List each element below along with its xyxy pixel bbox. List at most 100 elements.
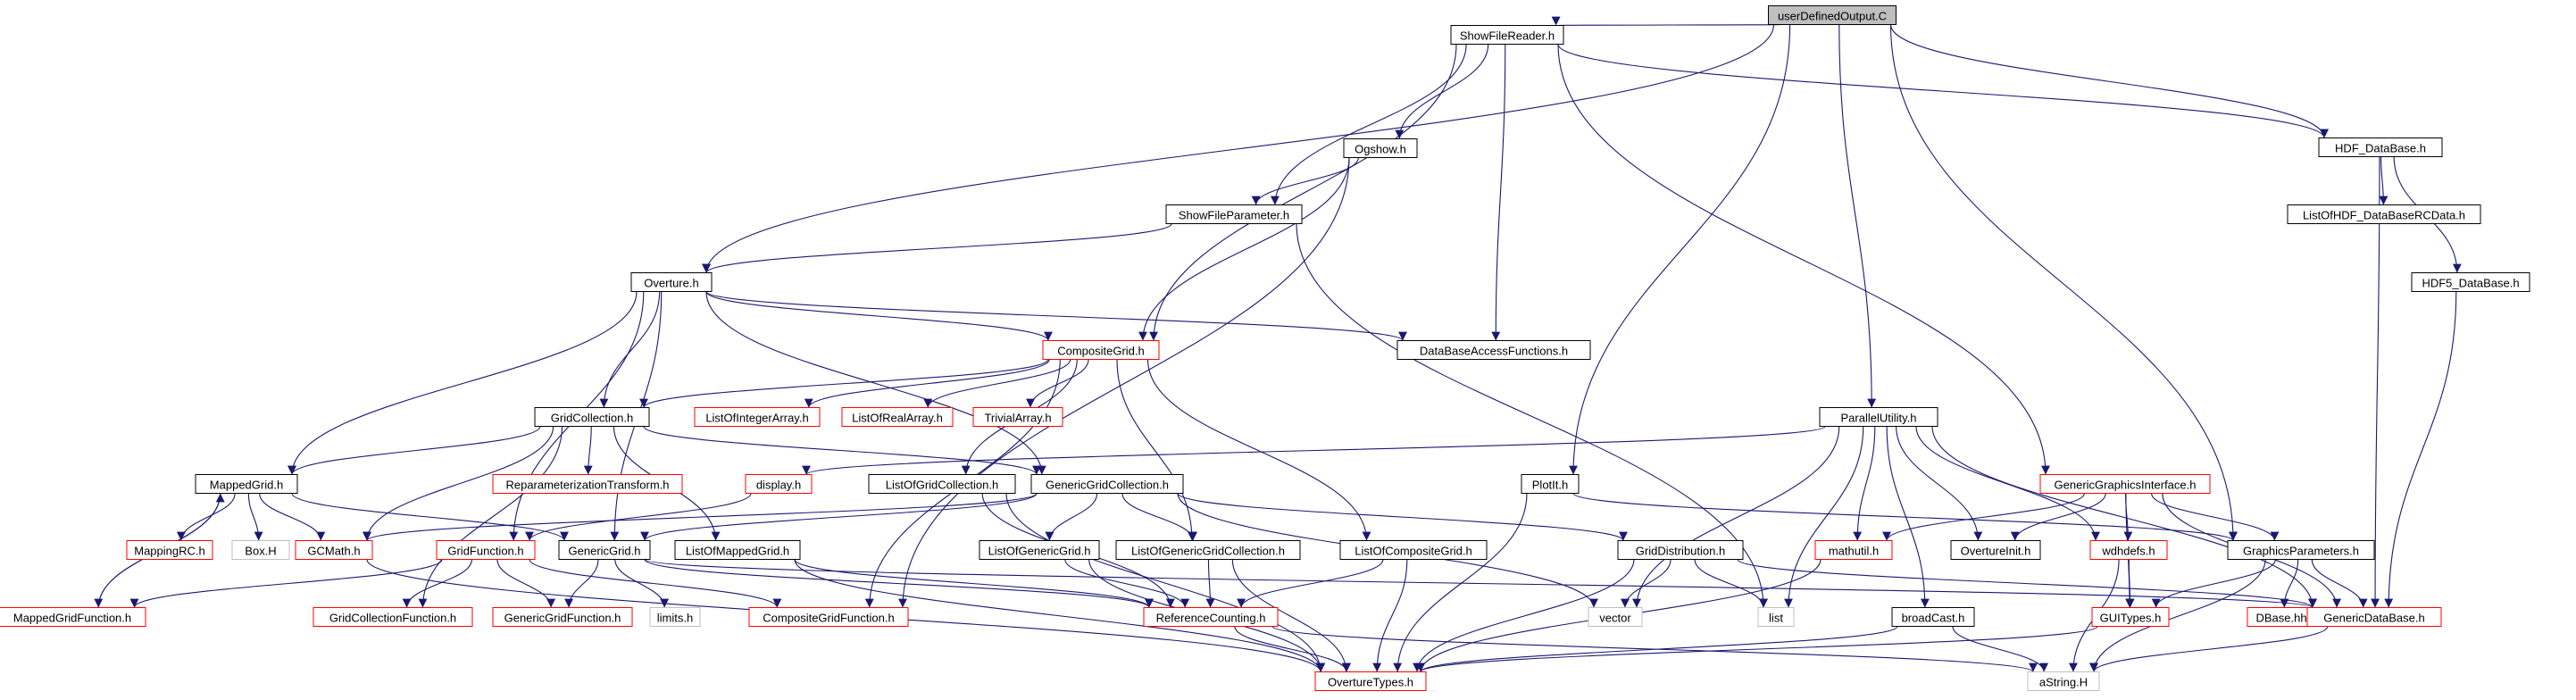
node-HDF5_DataBase[interactable]: HDF5_DataBase.h: [2411, 272, 2530, 292]
node-limits[interactable]: limits.h: [649, 607, 701, 627]
node-ListOfMappedGrid[interactable]: ListOfMappedGrid.h: [674, 540, 801, 560]
node-GenericGrid[interactable]: GenericGrid.h: [558, 540, 651, 560]
node-box: [1030, 474, 1184, 494]
edge-ShowFileReader-to-GenericGraphicsInterface: [1557, 44, 2050, 475]
node-ListOfGenericGridCollection[interactable]: ListOfGenericGridCollection.h: [1115, 540, 1301, 560]
node-TrivialArray[interactable]: TrivialArray.h: [972, 407, 1063, 427]
node-label: PlotIt.h: [1532, 479, 1568, 492]
node-mathutil[interactable]: mathutil.h: [1814, 540, 1893, 560]
node-box: [126, 540, 213, 560]
edge-ParallelUtility-to-vector: [1632, 426, 1840, 608]
edge-userDefinedOutput-to-ShowFileReader: [1555, 15, 1784, 27]
edge-Ogshow-to-CompositeGridFunction: [898, 157, 1350, 608]
edge-GenericGridCollection-to-ListOfGenericGridCollection: [1121, 493, 1197, 541]
node-GenericDataBase[interactable]: GenericDataBase.h: [2306, 607, 2442, 627]
node-ReparameterizationTransform[interactable]: ReparameterizationTransform.h: [492, 474, 683, 494]
node-ShowFileReader[interactable]: ShowFileReader.h: [1450, 25, 1564, 45]
edge-userDefinedOutput-to-Plotit: [1569, 24, 1791, 475]
node-MappedGrid[interactable]: MappedGrid.h: [195, 474, 298, 494]
edge-GenericGrid-to-GenericDataBase: [644, 559, 2317, 608]
edge-Overture-to-DataBaseAccessFunctions: [705, 291, 1407, 341]
node-ListOfHDF[interactable]: ListOfHDF_DataBaseRCData.h: [2287, 204, 2481, 224]
node-label: MappingRC.h: [134, 545, 205, 558]
edge-ListOfMappedGrid-to-ReferenceCounting: [794, 559, 1154, 608]
node-label: CompositeGrid.h: [1057, 345, 1145, 358]
edge-HDF_DataBase-to-ListOfHDF: [2379, 156, 2388, 205]
node-ListOfRealArray[interactable]: ListOfRealArray.h: [841, 407, 954, 427]
node-wdhdefs[interactable]: wdhdefs.h: [2089, 540, 2168, 560]
node-CompositeGridFunction[interactable]: CompositeGridFunction.h: [748, 607, 909, 627]
node-ReferenceCounting[interactable]: ReferenceCounting.h: [1143, 607, 1279, 627]
node-GenericGridFunction[interactable]: GenericGridFunction.h: [492, 607, 633, 627]
node-label: GridDistribution.h: [1636, 545, 1725, 558]
edge-GUITypes-to-OvertureTypes: [1416, 626, 2098, 672]
node-ListOfCompositeGrid[interactable]: ListOfCompositeGrid.h: [1339, 540, 1488, 560]
node-GridCollectionFunction[interactable]: GridCollectionFunction.h: [313, 607, 473, 627]
node-GraphicsParameters[interactable]: GraphicsParameters.h: [2227, 540, 2375, 560]
node-ShowFileParameter[interactable]: ShowFileParameter.h: [1165, 204, 1303, 224]
node-vector[interactable]: vector: [1588, 607, 1643, 627]
node-list[interactable]: list: [1757, 607, 1795, 627]
node-HDF_DataBase[interactable]: HDF_DataBase.h: [2318, 138, 2443, 157]
node-GridDistribution[interactable]: GridDistribution.h: [1617, 540, 1744, 560]
node-Plotit[interactable]: PlotIt.h: [1521, 474, 1580, 494]
edge-MappedGrid-to-BoxH: [247, 493, 263, 541]
node-aString[interactable]: aString.H: [2027, 671, 2100, 691]
node-box: [2411, 272, 2530, 292]
node-BoxH[interactable]: Box.H: [231, 540, 290, 560]
node-label: OvertureTypes.h: [1328, 676, 1413, 689]
node-DBase[interactable]: DBase.hh: [2247, 607, 2316, 627]
edge-Overture-to-GridCollection: [599, 291, 661, 408]
node-box: [1143, 607, 1279, 627]
node-GridCollection[interactable]: GridCollection.h: [534, 407, 650, 427]
node-ParallelUtility[interactable]: ParallelUtility.h: [1819, 407, 1938, 427]
node-GUITypes[interactable]: GUITypes.h: [2091, 607, 2170, 627]
node-MappingRC[interactable]: MappingRC.h: [126, 540, 213, 560]
node-box: [1891, 607, 1975, 627]
node-DataBaseAccessFunctions[interactable]: DataBaseAccessFunctions.h: [1396, 340, 1591, 360]
edge-GridFunction-to-MappedGridFunction: [129, 559, 443, 608]
node-MappedGridFunction[interactable]: MappedGridFunction.h: [0, 607, 146, 627]
node-OvertureTypes[interactable]: OvertureTypes.h: [1314, 671, 1427, 691]
node-Ogshow[interactable]: Ogshow.h: [1343, 138, 1418, 158]
node-OvertureInit[interactable]: OvertureInit.h: [1950, 540, 2041, 560]
node-label: vector: [1599, 612, 1631, 625]
node-box: [1768, 5, 1897, 25]
node-GenericGraphicsInterface[interactable]: GenericGraphicsInterface.h: [2039, 474, 2211, 494]
edge-GenericGridCollection-to-GenericGrid: [640, 493, 1038, 541]
edges-layer: [94, 15, 2462, 672]
node-box: [841, 407, 954, 427]
node-GridFunction[interactable]: GridFunction.h: [436, 540, 536, 560]
node-GenericGridCollection[interactable]: GenericGridCollection.h: [1030, 474, 1184, 494]
node-label: TrivialArray.h: [984, 412, 1051, 425]
node-userDefinedOutput[interactable]: userDefinedOutput.C: [1768, 5, 1897, 25]
node-ListOfIntegerArray[interactable]: ListOfIntegerArray.h: [694, 407, 821, 427]
node-CompositeGrid[interactable]: CompositeGrid.h: [1042, 340, 1160, 360]
edge-broadCast-to-aString: [1952, 626, 2049, 672]
edge-GenericGridCollection-to-GridDistribution: [1177, 493, 1628, 541]
node-label: list: [1769, 612, 1783, 625]
node-GCMath[interactable]: GCMath.h: [295, 540, 373, 560]
edge-GenericGraphicsInterface-to-OvertureInit: [2010, 493, 2106, 541]
node-box: [745, 474, 813, 494]
edge-GraphicsParameters-to-DBase: [2280, 559, 2299, 608]
node-Overture[interactable]: Overture.h: [630, 272, 713, 292]
node-box: [195, 474, 298, 494]
edge-GenericGrid-to-GenericGridFunction: [564, 559, 599, 608]
node-broadCast[interactable]: broadCast.h: [1891, 607, 1975, 627]
node-ListOfGridCollection[interactable]: ListOfGridCollection.h: [868, 474, 1016, 494]
node-box: [295, 540, 373, 560]
node-ListOfGenericGrid[interactable]: ListOfGenericGrid.h: [979, 540, 1100, 560]
edge-ListOfCompositeGrid-to-OvertureTypes: [1372, 559, 1408, 672]
edge-GenericDataBase-to-aString: [2089, 626, 2329, 672]
edge-GridDistribution-to-GenericDataBase: [1737, 559, 2317, 608]
node-label: mathutil.h: [1829, 545, 1879, 558]
edge-GenericGrid-to-ReferenceCounting: [644, 559, 1154, 608]
node-label: GridCollectionFunction.h: [329, 612, 456, 625]
node-label: limits.h: [657, 612, 693, 625]
edge-GraphicsParameters-to-GenericDataBase: [2311, 559, 2368, 608]
edge-display-to-GridFunction: [525, 493, 752, 541]
node-display[interactable]: display.h: [745, 474, 813, 494]
edge-ShowFileReader-to-HDF_DataBase: [1557, 44, 2329, 138]
